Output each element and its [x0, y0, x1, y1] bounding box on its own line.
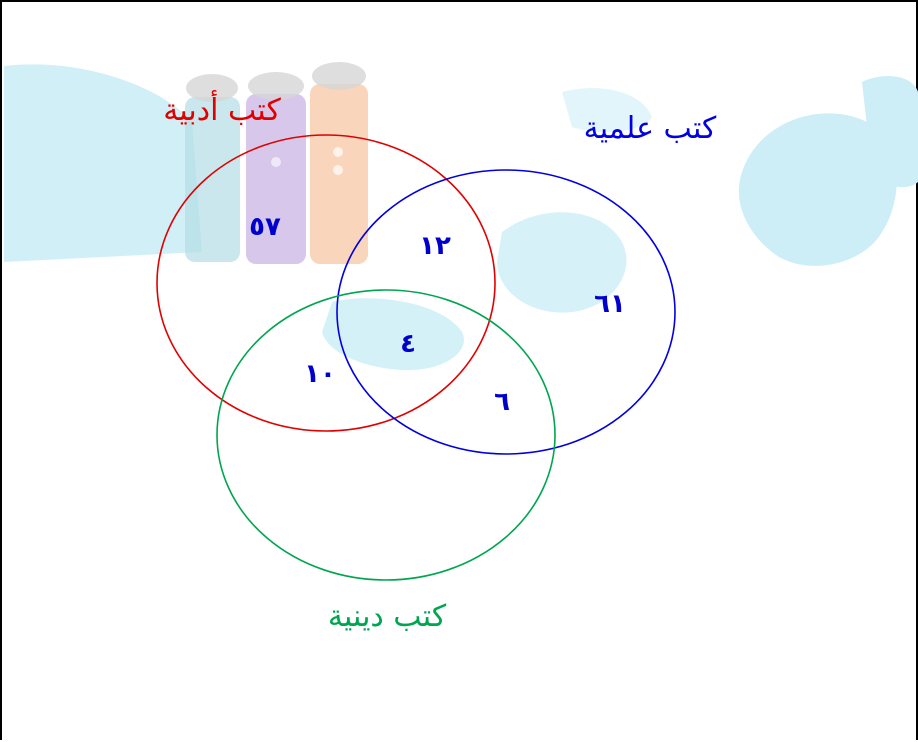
literary-books-label: كتب أدبية	[163, 89, 281, 128]
scientific-books-label: كتب علمية	[584, 111, 717, 146]
literary-books-circle	[156, 134, 496, 432]
literary-only-count: ٥٧	[249, 212, 281, 242]
literary-scientific-count: ١٢	[419, 231, 451, 261]
literary-religious-count: ١٠	[304, 359, 336, 389]
watermark-logo	[4, 64, 918, 371]
religious-books-circle	[216, 289, 556, 581]
scientific-books-circle	[336, 169, 676, 455]
scientific-religious-count: ٦	[494, 387, 510, 417]
all-three-count: ٤	[400, 329, 416, 359]
scientific-only-count: ٦١	[594, 289, 626, 319]
religious-books-label: كتب دينية	[328, 599, 447, 634]
books-icon	[185, 62, 368, 264]
